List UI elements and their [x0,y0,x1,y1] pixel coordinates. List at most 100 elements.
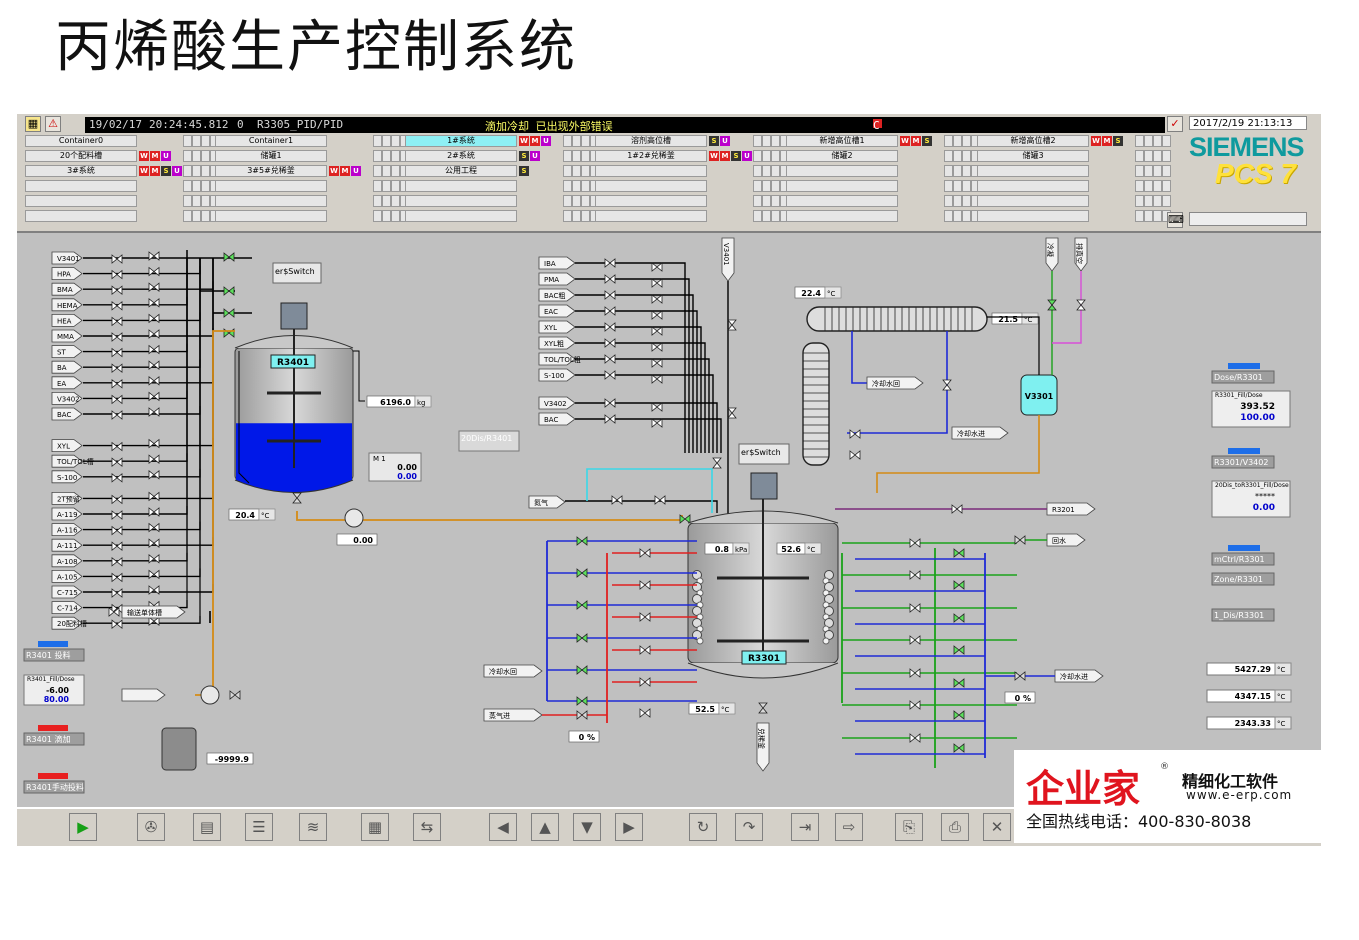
area-slot[interactable] [382,180,391,192]
inlet-valve-green[interactable] [223,252,235,262]
area-slot[interactable] [953,210,962,222]
close-icon[interactable]: ✕ [983,813,1011,841]
area-slot[interactable] [1144,180,1153,192]
faceplate-r3301-zone[interactable] [1211,572,1275,586]
area-slot[interactable] [1153,210,1162,222]
return-water-tag[interactable] [1046,533,1086,547]
area-button[interactable] [786,180,898,192]
area-slot[interactable] [953,165,962,177]
area-slot[interactable] [1162,135,1171,147]
area-slot[interactable] [771,150,780,162]
report-icon[interactable]: ▦ [361,813,389,841]
feed-valve-b[interactable] [148,313,160,324]
mid-valve-a[interactable] [604,274,616,284]
feed-valve-a[interactable] [111,556,123,567]
area-slot[interactable] [391,180,400,192]
nitrogen-tag[interactable] [528,495,566,509]
feed-tag-left[interactable] [51,585,83,599]
area-button[interactable] [25,180,137,192]
faceplate-r3301-dose[interactable] [1211,370,1275,384]
area-slot[interactable] [183,165,192,177]
area-slot[interactable] [382,135,391,147]
area-slot[interactable] [753,165,762,177]
area-slot[interactable] [192,195,201,207]
redo-icon[interactable]: ↷ [735,813,763,841]
jacket-valve[interactable] [639,612,651,622]
login-field[interactable] [1189,212,1307,226]
condenser-water-valve[interactable] [849,429,861,439]
feed-pump-valve[interactable] [229,690,241,700]
feed-tag-left[interactable] [51,407,83,421]
note-icon[interactable]: ▤ [193,813,221,841]
steam-in-tag[interactable] [483,708,543,722]
area-slot[interactable] [762,135,771,147]
feed-tag-left[interactable] [51,523,83,537]
feed-valve-b[interactable] [148,569,160,580]
area-slot[interactable] [581,135,590,147]
feed-tag-left[interactable] [51,554,83,568]
feed-valve-b[interactable] [148,329,160,339]
area-slot[interactable] [382,165,391,177]
feed-valve-a[interactable] [111,269,123,280]
area-slot[interactable] [953,150,962,162]
mid-valve-a[interactable] [604,306,616,316]
v3401-valve[interactable] [727,407,737,419]
condenser-vertical[interactable] [802,342,830,466]
nitrogen-valve[interactable] [654,495,666,505]
area-button[interactable] [215,195,327,207]
area-button[interactable]: 2#系统 [405,150,517,162]
condenser-cool-return-tag[interactable] [866,376,924,390]
area-slot[interactable] [192,150,201,162]
area-slot[interactable] [944,180,953,192]
nitrogen-valve[interactable] [611,495,623,505]
feed-valve-b[interactable] [148,297,160,308]
feed-tag-left[interactable] [51,491,83,505]
area-slot[interactable] [762,165,771,177]
area-slot[interactable] [201,180,210,192]
area-slot[interactable] [183,180,192,192]
feed-tag-left[interactable] [51,376,83,390]
area-slot[interactable] [753,195,762,207]
return-valve[interactable] [909,635,921,645]
area-button[interactable] [25,210,137,222]
feed-valve-a[interactable] [111,525,123,536]
return-valve-green[interactable] [953,645,965,655]
faceplate-r3401-add[interactable] [23,732,85,746]
area-slot[interactable] [1135,195,1144,207]
feed-tag-mid[interactable] [538,368,576,382]
area-slot[interactable] [944,135,953,147]
print-icon[interactable]: ⎙ [941,813,969,841]
feed-tag-left[interactable] [51,314,83,327]
mid-valve-a[interactable] [604,290,616,300]
return-valve[interactable] [909,668,921,678]
transfer-tag[interactable] [121,605,186,619]
feed-valve-a[interactable] [111,572,123,583]
area-button[interactable] [786,210,898,222]
list-icon[interactable]: ☰ [245,813,273,841]
area-slot[interactable] [1153,195,1162,207]
feed-valve-a[interactable] [111,363,123,374]
feed-valve-b[interactable] [148,469,160,480]
mid-valve-a[interactable] [604,414,616,424]
r3301-switch[interactable] [738,443,790,465]
return-valve[interactable] [909,603,921,613]
feed-valve-a[interactable] [111,510,123,520]
area-button[interactable]: 溶剂高位槽 [595,135,707,147]
feed-tag-left[interactable] [51,507,83,521]
area-slot[interactable] [183,210,192,222]
area-slot[interactable] [753,180,762,192]
area-slot[interactable] [183,150,192,162]
r3301-outlet-valve[interactable] [758,702,768,714]
refresh-icon[interactable]: ↻ [689,813,717,841]
area-slot[interactable] [1135,210,1144,222]
feed-tag-left[interactable] [51,391,83,405]
area-button[interactable]: 1#2#兑稀釜 [595,150,707,162]
feed-valve-a[interactable] [111,347,123,358]
charge-valve-green[interactable] [679,514,691,524]
area-slot[interactable] [581,150,590,162]
condenser-water-valve[interactable] [849,450,861,460]
alarm-warning-icon[interactable]: ⚠ [45,116,61,132]
area-button[interactable] [977,195,1089,207]
left-icon[interactable]: ◀ [489,813,517,841]
area-slot[interactable] [192,165,201,177]
